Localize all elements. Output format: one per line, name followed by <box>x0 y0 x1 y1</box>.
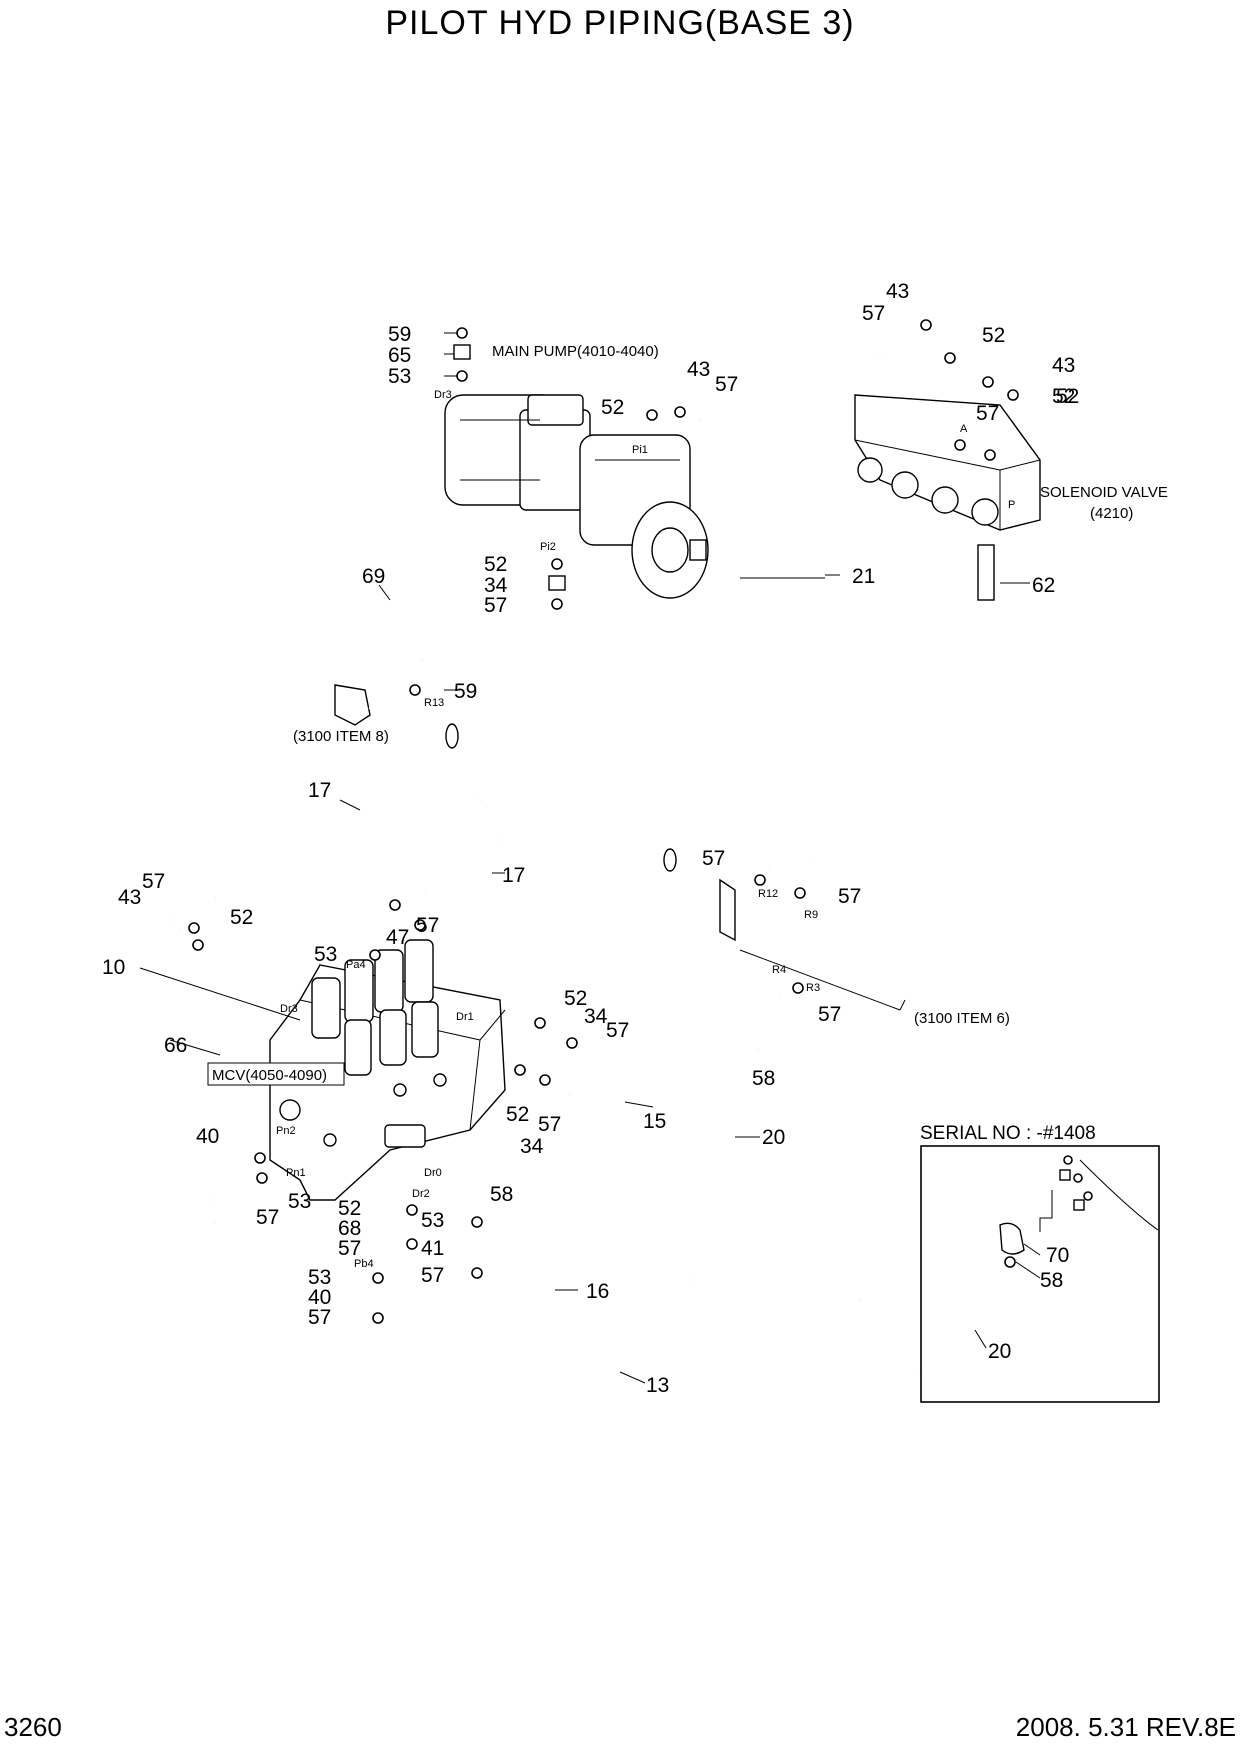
revision-date: 2008. 5.31 REV.8E <box>1015 1712 1236 1742</box>
callout-number: 58 <box>752 1067 775 1090</box>
callout-number: 57 <box>256 1206 279 1229</box>
port-label: Dr3 <box>434 389 452 401</box>
port-label: Dr2 <box>412 1188 430 1200</box>
ref-item6-label: (3100 ITEM 6) <box>914 1010 1010 1027</box>
callout-numbers: 59 65 53 43 57 52 52 43 57 52 57 43 52 2… <box>102 280 1079 1397</box>
callout-number: 62 <box>1032 574 1055 597</box>
callout-number: 43 <box>1052 354 1075 377</box>
callout-number: 47 <box>386 926 409 949</box>
callout-number: 43 <box>118 886 141 909</box>
callout-number: 52 <box>338 1197 361 1220</box>
page-title: PILOT HYD PIPING(BASE 3) <box>385 4 855 42</box>
port-label: R3 <box>806 982 820 994</box>
solenoid-valve <box>854 394 1041 601</box>
callout-number: 52 <box>982 324 1005 347</box>
callout-number: 57 <box>838 885 861 908</box>
page-number: 3260 <box>4 1712 62 1742</box>
main-pump-label: MAIN PUMP(4010-4040) <box>492 343 659 360</box>
port-label: A <box>960 423 968 435</box>
port-label: R9 <box>804 909 818 921</box>
callout-number: 57 <box>702 847 725 870</box>
item6-tube <box>663 848 906 1011</box>
callout-number: 57 <box>976 402 999 425</box>
port-label: R13 <box>424 697 444 709</box>
port-label: Dr1 <box>456 1011 474 1023</box>
mcv-label-box <box>207 1062 345 1086</box>
callout-number: 10 <box>102 956 125 979</box>
item8-tube <box>334 684 459 749</box>
port-label: Pn2 <box>276 1125 296 1137</box>
callout-number: 53 <box>288 1190 311 1213</box>
callout-number: 52 <box>1052 385 1075 408</box>
callout-number: 57 <box>484 594 507 617</box>
main-pump <box>444 394 709 599</box>
callout-number: 15 <box>643 1110 666 1133</box>
callout-number: 34 <box>484 574 508 597</box>
callout-number: 57 <box>421 1264 444 1287</box>
callout-number: 53 <box>388 365 411 388</box>
callout-number: 34 <box>584 1005 608 1028</box>
port-label: Pi1 <box>632 444 648 456</box>
callout-number: 43 <box>886 280 909 303</box>
port-label: R4 <box>772 964 786 976</box>
callout-number: 59 <box>388 323 411 346</box>
callout-number: 13 <box>646 1374 669 1397</box>
callout-number: 52 <box>230 906 253 929</box>
callout-number: 21 <box>852 565 875 588</box>
port-label: R12 <box>758 888 778 900</box>
leader-lines <box>139 332 1030 1384</box>
solenoid-valve-code: (4210) <box>1090 505 1133 522</box>
callout-number: 58 <box>490 1183 513 1206</box>
callout-number: 57 <box>818 1003 841 1026</box>
callout-number: 57 <box>606 1019 629 1042</box>
mcv-block <box>269 939 506 1201</box>
callout-number: 65 <box>388 344 411 367</box>
callout-number: 52 <box>601 396 624 419</box>
callout-number: 40 <box>196 1125 219 1148</box>
callout-number: 53 <box>314 943 337 966</box>
inset-title: SERIAL NO : -#1408 <box>920 1123 1096 1144</box>
callout-number: 52 <box>564 987 587 1010</box>
callout-number: 20 <box>762 1126 785 1149</box>
callout-number: 58 <box>1040 1269 1063 1292</box>
callout-number: 68 <box>338 1217 361 1240</box>
port-label: Pi2 <box>540 541 556 553</box>
callout-number: 59 <box>454 680 477 703</box>
callout-number: 52 <box>484 553 507 576</box>
port-label: Dr3 <box>280 1003 298 1015</box>
callout-number: 57 <box>142 870 165 893</box>
mcv-label: MCV(4050-4090) <box>212 1067 327 1084</box>
callout-number: 52 <box>506 1103 529 1126</box>
callout-number: 53 <box>308 1266 331 1289</box>
callout-number: 57 <box>338 1237 361 1260</box>
callout-number: 52 <box>1056 385 1079 408</box>
callout-number: 43 <box>687 358 710 381</box>
callout-number: 41 <box>421 1237 444 1260</box>
callout-number: 40 <box>308 1286 331 1309</box>
callout-number: 53 <box>421 1209 444 1232</box>
callout-number: 69 <box>362 565 385 588</box>
port-label: Pn1 <box>286 1167 306 1179</box>
ref-item8-label: (3100 ITEM 8) <box>293 728 389 745</box>
callout-number: 34 <box>520 1135 544 1158</box>
callout-number: 70 <box>1046 1244 1069 1267</box>
callout-number: 66 <box>164 1034 187 1057</box>
callout-number: 57 <box>862 302 885 325</box>
serial-inset: SERIAL NO : -#1408 70 58 20 <box>920 1123 1160 1403</box>
callout-number: 57 <box>715 373 738 396</box>
callout-number: 17 <box>502 864 525 887</box>
port-label: Dr0 <box>424 1167 442 1179</box>
callout-number: 57 <box>308 1306 331 1329</box>
port-label: Pa4 <box>346 959 366 971</box>
callout-number: 16 <box>586 1280 609 1303</box>
port-label: P <box>1008 499 1015 511</box>
callout-number: 57 <box>538 1113 561 1136</box>
callout-number: 20 <box>988 1340 1011 1363</box>
solenoid-valve-label: SOLENOID VALVE <box>1040 484 1168 501</box>
port-label: Pb4 <box>354 1258 374 1270</box>
inset-frame <box>920 1145 1160 1403</box>
callout-number: 17 <box>308 779 331 802</box>
callout-number: 57 <box>416 914 439 937</box>
